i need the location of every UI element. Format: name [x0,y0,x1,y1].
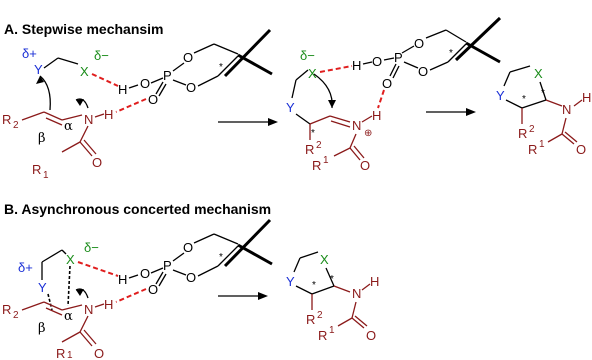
svg-text:H: H [104,107,113,122]
svg-text:H: H [372,108,381,123]
svg-text:O: O [148,282,158,297]
svg-text:O: O [183,240,193,255]
svg-text:N: N [562,102,571,117]
svg-text:H: H [118,82,127,97]
panel-a-product: X Y * * R 2 N H O R 1 [496,65,591,157]
svg-text:X: X [534,66,543,81]
svg-text:1: 1 [67,350,73,360]
svg-text:δ+: δ+ [18,260,33,275]
svg-text:O: O [186,80,196,95]
svg-text:X: X [80,64,89,79]
svg-text:R: R [318,328,327,343]
svg-text:O: O [360,158,370,173]
svg-text:H: H [352,58,361,73]
svg-text:*: * [449,48,453,59]
curved-arrow-1 [39,75,51,111]
panel-a-intermediate: δ− X Y * R 2 N ⊕ H O R 1 H O P O O [286,16,502,173]
svg-text:O: O [372,54,382,69]
svg-text:O: O [148,92,158,107]
svg-text:β: β [38,131,46,146]
svg-text:⊕: ⊕ [364,128,372,139]
svg-text:2: 2 [317,310,323,321]
svg-text:H: H [118,272,127,287]
svg-text:α: α [64,309,73,324]
svg-text:X: X [66,252,75,267]
svg-text:β: β [38,321,46,336]
svg-text:1: 1 [539,139,545,150]
svg-text:H: H [370,274,379,289]
svg-text:P: P [394,50,403,65]
svg-text:O: O [418,64,428,79]
svg-text:R: R [2,112,11,127]
svg-text:R: R [2,302,11,317]
svg-text:R: R [518,126,527,141]
svg-text:*: * [311,128,315,139]
svg-text:R: R [305,142,314,157]
svg-text:*: * [312,280,316,291]
svg-text:Y: Y [34,62,43,77]
svg-text:O: O [183,50,193,65]
svg-text:P: P [163,68,172,83]
svg-text:R: R [56,346,65,360]
svg-text:R: R [306,312,315,327]
svg-text:1: 1 [329,325,335,336]
svg-text:O: O [414,36,424,51]
svg-text:2: 2 [529,124,535,135]
svg-text:H: H [104,297,113,312]
svg-text:Y: Y [286,100,295,115]
svg-text:X: X [320,252,329,267]
svg-text:O: O [186,270,196,285]
svg-text:N: N [84,302,93,317]
svg-text:1: 1 [43,170,49,181]
panel-b-product: X Y * * R 2 N H O R 1 [286,251,379,343]
panel-b-transition-state: δ+ Y X δ− H O P O O O * R 2 N [2,218,273,360]
svg-text:X: X [308,66,317,81]
svg-text:*: * [522,94,526,105]
svg-text:O: O [140,76,150,91]
svg-text:1: 1 [323,155,329,166]
svg-text:Y: Y [38,280,47,295]
svg-text:α: α [64,119,73,134]
panel-a-title: A. Stepwise mechansim [4,21,164,37]
svg-text:N: N [84,112,93,127]
svg-text:O: O [366,328,376,343]
svg-text:N: N [352,286,361,301]
svg-text:2: 2 [13,120,19,131]
svg-text:O: O [94,346,104,360]
svg-text:O: O [140,266,150,281]
hbond-x-h [91,73,119,87]
svg-text:*: * [219,62,223,73]
svg-text:δ−: δ− [84,240,99,255]
svg-text:*: * [541,88,545,99]
svg-text:P: P [163,258,172,273]
svg-text:O: O [92,155,102,170]
svg-text:O: O [382,76,392,91]
svg-text:δ+: δ+ [22,46,37,61]
svg-text:R: R [312,158,321,173]
svg-text:R: R [32,162,41,177]
svg-text:*: * [330,274,334,285]
svg-text:Y: Y [286,274,295,289]
svg-text:2: 2 [13,310,19,321]
panel-a-substrate: δ+ Y X δ− H O P O O O * R 2 N [2,28,273,181]
svg-text:δ−: δ− [300,48,315,63]
svg-text:N: N [352,118,361,133]
svg-text:Y: Y [496,88,505,103]
svg-text:2: 2 [316,140,322,151]
svg-text:O: O [576,142,586,157]
hbond-o-h [115,98,147,113]
svg-text:R: R [528,142,537,157]
svg-text:δ−: δ− [94,48,109,63]
svg-text:*: * [219,252,223,263]
panel-b-title: B. Asynchronous concerted mechanism [4,201,271,217]
svg-text:H: H [582,90,591,105]
